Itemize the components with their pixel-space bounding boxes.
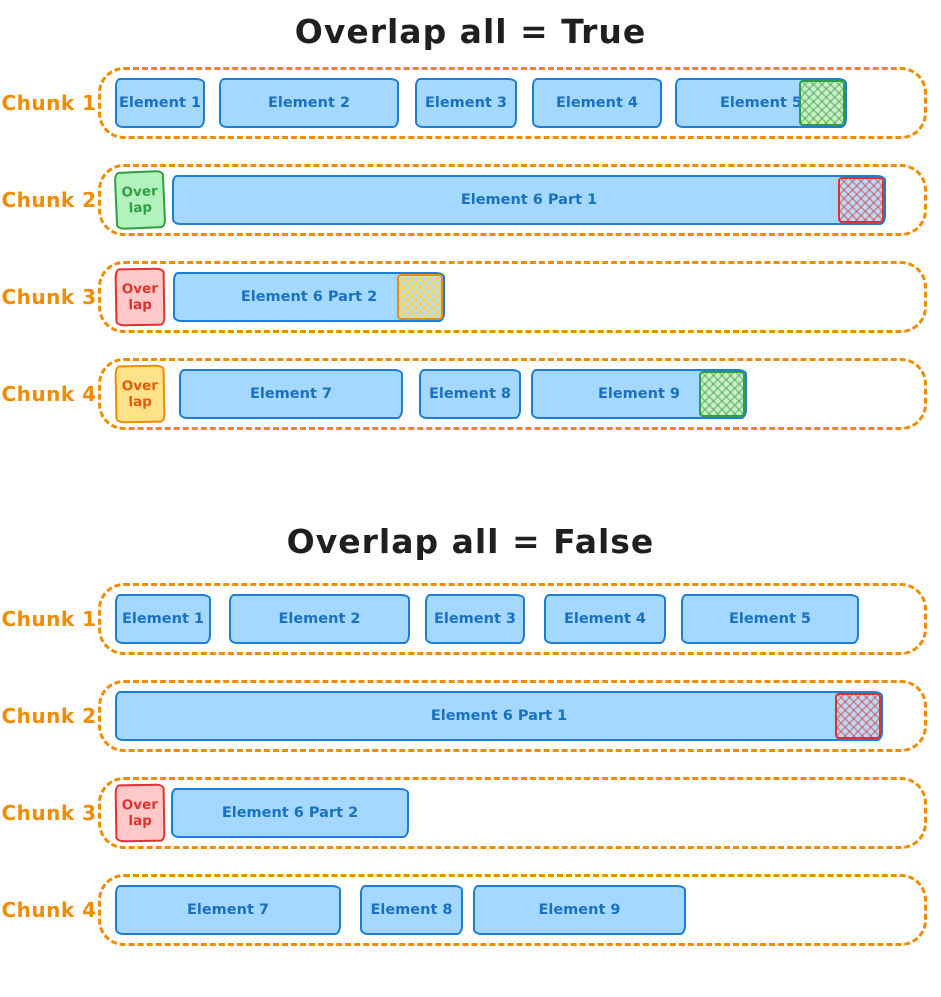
element-box: Element 7 [115, 885, 341, 935]
chunk-label: Chunk 2 [1, 704, 97, 728]
element-label: Element 4 [555, 95, 639, 111]
element-box: Element 9 [473, 885, 686, 935]
chunk-label: Chunk 4 [1, 898, 97, 922]
chunk-label: Chunk 3 [1, 801, 97, 825]
element-label: Element 8 [370, 902, 453, 918]
chunk-label: Chunk 3 [1, 285, 97, 309]
element-label: Element 6 Part 2 [240, 289, 378, 305]
element-label: Element 5 [719, 95, 803, 111]
element-box: Element 8 [419, 369, 521, 419]
overlap-box-red: Over lap [114, 783, 166, 843]
overlap-hatch-red [838, 177, 884, 223]
chunk-dashed-container: Element 1 Element 2 Element 3 Element 4 Elem… [98, 583, 927, 655]
element-label: Element 4 [563, 611, 647, 627]
overlap-hatch-green [799, 80, 845, 126]
element-label: Element 1 [121, 611, 205, 627]
element-label: Element 5 [728, 611, 812, 627]
element-box: Element 6 Part 1 [115, 691, 883, 741]
element-box: Element 6 Part 2 [171, 788, 409, 838]
overlap-hatch-green [699, 371, 745, 417]
chunk-row: Chunk 2 Element 6 Part 1 [0, 680, 927, 752]
element-label: Element 9 [538, 902, 621, 918]
element-box: Element 6 Part 2 [173, 272, 445, 322]
chunk-label: Chunk 1 [1, 91, 97, 115]
element-label: Element 2 [267, 95, 351, 111]
element-box: Element 8 [360, 885, 463, 935]
element-label: Element 9 [597, 386, 681, 402]
chunk-label: Chunk 2 [1, 188, 97, 212]
element-label: Element 7 [249, 386, 333, 402]
chunk-dashed-container: Over lap Element 6 Part 1 [98, 164, 927, 236]
element-label: Element 3 [424, 95, 508, 111]
element-label: Element 2 [278, 611, 361, 627]
chunk-label: Chunk 4 [1, 382, 97, 406]
chunk-row: Chunk 2 Over lap Element 6 Part 1 [0, 164, 927, 236]
chunk-row: Chunk 4 Element 7 Element 8 Element 9 [0, 874, 927, 946]
overlap-label: Over lap [121, 377, 159, 411]
chunk-dashed-container: Element 1 Element 2 Element 3 Element 4 Elem… [98, 67, 927, 139]
overlap-label: Over lap [121, 796, 159, 830]
element-label: Element 3 [433, 611, 517, 627]
element-label: Element 6 Part 1 [460, 192, 598, 208]
element-label: Element 1 [118, 95, 202, 111]
element-box: Element 5 [681, 594, 859, 644]
element-box: Element 1 [115, 78, 205, 128]
element-box: Element 5 [675, 78, 847, 128]
overlap-hatch-red [835, 693, 881, 739]
chunk-dashed-container: Over lap Element 7 Element 8 Element 9 [98, 358, 927, 430]
chunk-dashed-container: Over lap Element 6 Part 2 [98, 777, 927, 849]
section-title-false: Overlap all = False [286, 522, 655, 561]
overlap-hatch-orange [397, 274, 443, 320]
overlap-box-red: Over lap [114, 267, 166, 327]
chunk-dashed-container: Element 6 Part 1 [98, 680, 927, 752]
chunk-row: Chunk 3 Over lap Element 6 Part 2 [0, 261, 927, 333]
element-box: Element 1 [115, 594, 211, 644]
overlap-label: Over lap [121, 183, 159, 217]
element-label: Element 7 [186, 902, 270, 918]
chunk-row: Chunk 3 Over lap Element 6 Part 2 [0, 777, 927, 849]
element-box: Element 9 [531, 369, 747, 419]
element-label: Element 6 Part 2 [221, 805, 359, 821]
overlap-label: Over lap [121, 280, 159, 314]
chunk-label: Chunk 1 [1, 607, 97, 631]
element-box: Element 3 [425, 594, 525, 644]
element-box: Element 2 [219, 78, 399, 128]
element-box: Element 4 [544, 594, 666, 644]
element-box: Element 4 [532, 78, 662, 128]
overlap-box-green: Over lap [113, 169, 167, 231]
section-title-true: Overlap all = True [294, 12, 647, 51]
chunk-row: Chunk 4 Over lap Element 7 Element 8 Element… [0, 358, 927, 430]
element-box: Element 7 [179, 369, 403, 419]
overlap-box-yellow: Over lap [114, 364, 166, 424]
element-label: Element 6 Part 1 [430, 708, 568, 724]
element-box: Element 2 [229, 594, 410, 644]
element-box: Element 3 [415, 78, 517, 128]
chunk-dashed-container: Element 7 Element 8 Element 9 [98, 874, 927, 946]
element-box: Element 6 Part 1 [172, 175, 886, 225]
element-label: Element 8 [428, 386, 512, 402]
chunk-dashed-container: Over lap Element 6 Part 2 [98, 261, 927, 333]
